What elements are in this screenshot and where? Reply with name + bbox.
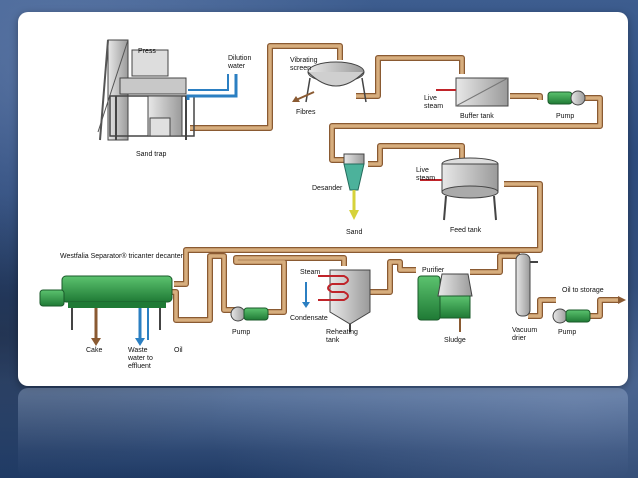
label-steam: Steam xyxy=(300,269,320,276)
press-assembly xyxy=(97,39,195,141)
pipe-purifier-to-drier xyxy=(470,253,520,275)
label-buffer-tank: Buffer tank xyxy=(460,113,494,120)
pipe-pump-to-storage xyxy=(588,297,620,319)
label-reheating-tank: Reheating tank xyxy=(326,329,360,344)
label-feed-tank: Feed tank xyxy=(450,227,482,234)
label-purifier: Purifier xyxy=(422,267,445,274)
decanter xyxy=(39,275,173,346)
label-desander: Desander xyxy=(312,185,343,192)
dilution-water-line xyxy=(186,74,238,100)
pipe-pump-to-reheat xyxy=(233,255,347,315)
label-sand-trap: Sand trap xyxy=(136,151,166,158)
pump-top-icon xyxy=(547,90,586,106)
product-pipes-fill xyxy=(162,44,620,322)
label-vibrating-screen: Vibrating screen xyxy=(290,57,319,72)
card-reflection xyxy=(18,388,628,478)
desander xyxy=(343,153,365,220)
label-oil-to-storage: Oil to storage xyxy=(562,287,604,294)
arrow-to-storage-icon xyxy=(618,296,626,304)
label-pump-top: Pump xyxy=(556,113,574,120)
label-live-steam-mid: Live steam xyxy=(416,167,435,182)
label-press: Press xyxy=(138,48,156,55)
vacuum-drier xyxy=(515,253,538,317)
label-dilution-water: Dilution water xyxy=(227,55,253,70)
pipe-pump-to-desander xyxy=(329,95,603,163)
label-pump-right: Pump xyxy=(558,329,576,336)
pipe-drier-to-pump xyxy=(528,297,556,319)
label-condensate: Condensate xyxy=(290,315,328,322)
pump-bottom-icon xyxy=(230,306,269,322)
pipe-reheat-to-purifier xyxy=(370,259,416,295)
pump-right-icon xyxy=(552,308,591,324)
label-waste-water: Waste water to effluent xyxy=(127,347,155,370)
label-pump-bottom: Pump xyxy=(232,329,250,336)
reheating-tank xyxy=(302,269,371,332)
label-vacuum-drier: Vacuum drier xyxy=(512,327,539,342)
label-decanter: Westfalia Separator® tricanter decanter xyxy=(60,252,184,260)
label-oil: Oil xyxy=(174,347,183,354)
label-sludge: Sludge xyxy=(444,337,466,344)
label-live-steam-top: Live steam xyxy=(424,95,443,110)
buffer-tank xyxy=(436,77,509,107)
feed-tank xyxy=(420,157,499,221)
label-cake: Cake xyxy=(86,347,102,354)
purifier xyxy=(417,273,473,332)
vibrating-screen xyxy=(292,61,367,103)
label-fibres: Fibres xyxy=(296,109,316,116)
label-sand: Sand xyxy=(346,229,362,236)
